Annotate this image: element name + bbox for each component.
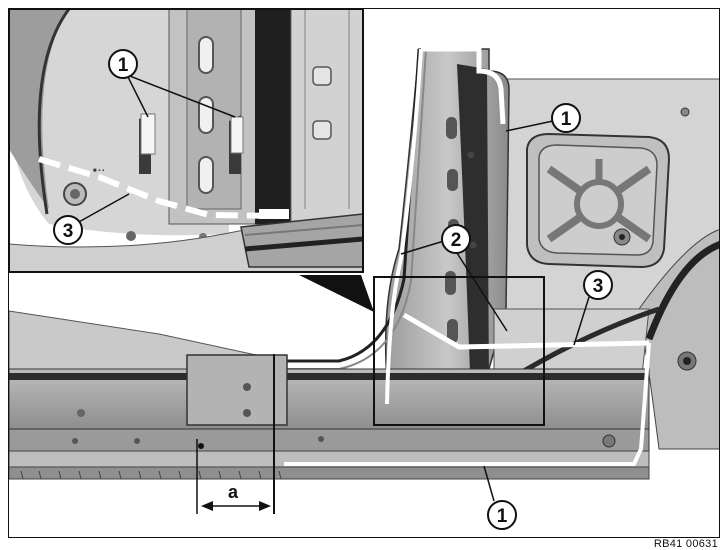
zoom-pointer — [299, 275, 374, 312]
c-pillar — [384, 48, 510, 405]
callout-inset-1: 1 — [108, 49, 236, 118]
body-panel-drawing: ■ ▪ ▪ 1 3 1 — [9, 9, 719, 530]
callout-main-1-bottom-label: 1 — [497, 506, 508, 527]
callout-main-1-top: 1 — [505, 103, 581, 133]
cut-lines-main — [284, 46, 651, 466]
dimension-a-label: a — [228, 482, 239, 502]
callout-main-2-label: 2 — [451, 230, 462, 251]
zoom-region-box — [373, 276, 545, 426]
door-opening-flange — [284, 48, 427, 370]
callout-inset-3: 3 — [53, 193, 130, 245]
callout-main-1-bottom: 1 — [483, 465, 517, 530]
door-opening-edge — [284, 48, 421, 363]
illustration-frame: ■ ▪ ▪ 1 3 1 — [8, 8, 720, 538]
reference-code: RB41 00631 — [653, 538, 718, 550]
side-sill — [9, 310, 650, 480]
callout-main-3-label: 3 — [593, 276, 604, 297]
detail-inset: ■ ▪ ▪ — [9, 9, 364, 273]
dimension-a — [196, 354, 275, 514]
callout-inset-3-label: 3 — [63, 221, 74, 242]
access-panel — [526, 132, 671, 269]
callout-main-3: 3 — [573, 270, 613, 346]
callout-inset-1-label: 1 — [118, 55, 129, 76]
callout-main-2: 2 — [400, 224, 508, 332]
svg-text:■ ▪ ▪: ■ ▪ ▪ — [93, 168, 104, 174]
callout-main-1-top-label: 1 — [561, 109, 572, 130]
